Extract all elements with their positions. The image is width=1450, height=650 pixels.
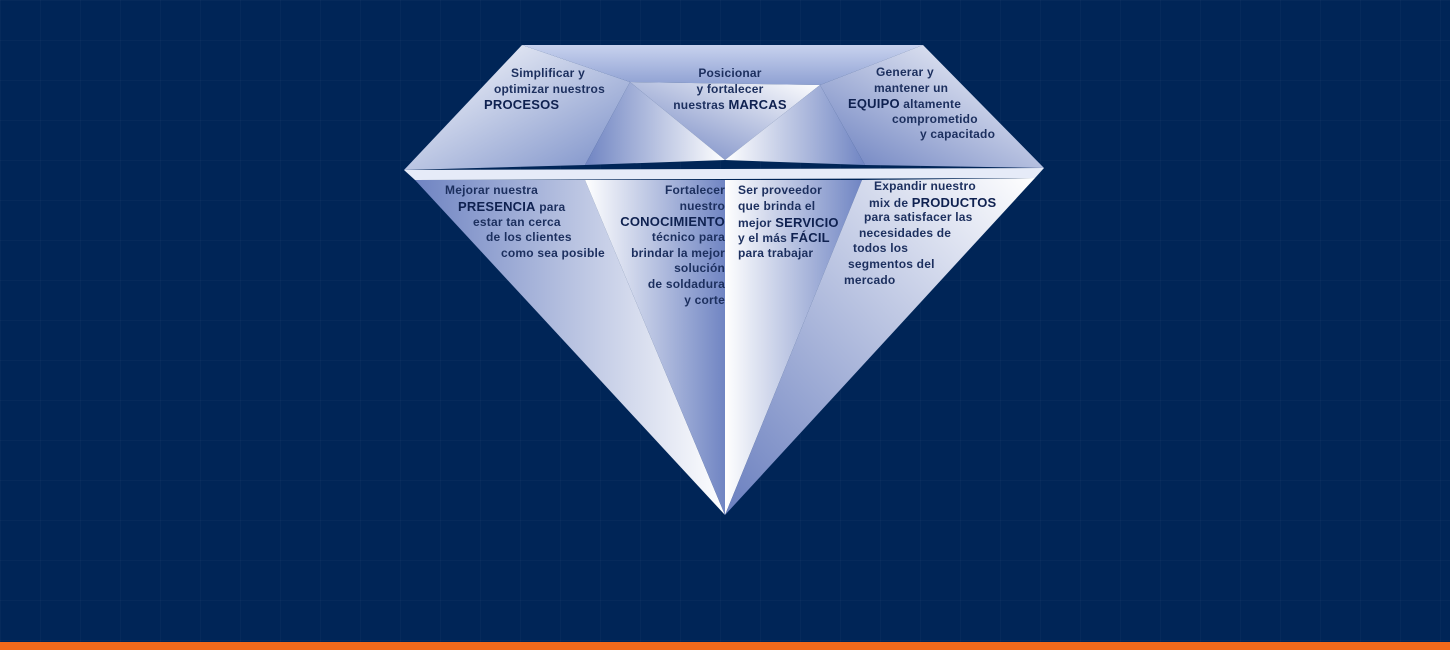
text-segment: nuestras bbox=[673, 98, 729, 112]
text-segment: mix de bbox=[869, 195, 912, 210]
pavilion-facet bbox=[585, 180, 725, 515]
text-segment: brindar la mejor bbox=[631, 245, 725, 260]
text-line: estar tan cerca bbox=[445, 215, 605, 231]
text-line: Expandir nuestro bbox=[844, 179, 996, 195]
text-line: Ser proveedor bbox=[738, 183, 839, 199]
text-segment: segmentos del bbox=[848, 256, 935, 271]
crown-facet bbox=[585, 82, 725, 165]
text-segment: y el más bbox=[738, 231, 791, 246]
text-line: solución bbox=[620, 261, 725, 277]
text-line: PROCESOS bbox=[484, 97, 605, 113]
text-line: mantener un bbox=[848, 81, 995, 97]
pavilion bbox=[415, 178, 1035, 515]
crown-facet bbox=[404, 45, 630, 170]
text-segment: necesidades de bbox=[859, 225, 952, 240]
text-line: optimizar nuestros bbox=[484, 81, 605, 97]
text-line: nuestras MARCAS bbox=[660, 97, 800, 113]
text-line: mercado bbox=[844, 273, 996, 289]
footer-accent-bar bbox=[0, 642, 1450, 650]
text-line: Simplificar y bbox=[484, 65, 605, 81]
keyword: MARCAS bbox=[728, 97, 787, 112]
text-line: mix de PRODUCTOS bbox=[844, 195, 996, 211]
text-segment: mercado bbox=[844, 272, 896, 287]
crown bbox=[404, 45, 1044, 180]
crown-facet bbox=[630, 82, 820, 160]
text-segment: todos los bbox=[853, 241, 909, 256]
text-segment: Posicionar bbox=[698, 66, 762, 80]
text-segment: Simplificar y bbox=[511, 66, 585, 80]
text-line: PRESENCIA para bbox=[445, 199, 605, 215]
crown-facet bbox=[522, 45, 923, 85]
keyword: PROCESOS bbox=[484, 97, 560, 112]
text-segment: mantener un bbox=[874, 80, 949, 95]
text-segment: de soldadura bbox=[647, 277, 725, 292]
text-segment: estar tan cerca bbox=[473, 214, 561, 229]
text-segment: de los clientes bbox=[486, 230, 572, 245]
text-line: de soldadura bbox=[620, 277, 725, 293]
text-line: comprometido bbox=[848, 112, 995, 128]
text-segment: Generar y bbox=[876, 65, 934, 79]
pavilion-facet bbox=[725, 178, 1035, 515]
keyword: PRODUCTOS bbox=[911, 194, 997, 210]
text-segment: y capacitado bbox=[920, 127, 996, 141]
text-segment: solución bbox=[674, 261, 725, 276]
keyword: CONOCIMIENTO bbox=[620, 214, 725, 230]
text-line: y el más FÁCIL bbox=[738, 230, 839, 246]
text-line: CONOCIMIENTO bbox=[620, 214, 725, 230]
text-line: que brinda el bbox=[738, 199, 839, 215]
text-line: mejor SERVICIO bbox=[738, 215, 839, 231]
text-line: de los clientes bbox=[445, 230, 605, 246]
text-segment: optimizar nuestros bbox=[494, 82, 605, 96]
text-line: Generar y bbox=[848, 65, 995, 81]
text-line: como sea posible bbox=[445, 246, 605, 262]
keyword: EQUIPO bbox=[848, 96, 900, 111]
crown-facet bbox=[725, 85, 865, 165]
text-segment: que brinda el bbox=[738, 198, 816, 213]
text-segment: para satisfacer las bbox=[864, 210, 973, 225]
text-line: EQUIPO altamente bbox=[848, 96, 995, 112]
keyword: PRESENCIA bbox=[458, 198, 536, 214]
text-line: segmentos del bbox=[844, 257, 996, 273]
text-segment: Ser proveedor bbox=[738, 183, 822, 197]
text-segment: Expandir nuestro bbox=[874, 179, 976, 193]
text-segment: y fortalecer bbox=[696, 82, 764, 96]
text-segment: y corte bbox=[684, 292, 725, 307]
text-segment: Fortalecer bbox=[664, 183, 725, 197]
text-segment: como sea posible bbox=[501, 246, 605, 261]
crown-facet bbox=[820, 45, 1044, 168]
text-segment: para bbox=[535, 199, 566, 214]
text-segment: altamente bbox=[899, 97, 962, 111]
text-line: y corte bbox=[620, 293, 725, 309]
text-line: técnico para bbox=[620, 230, 725, 246]
text-line: y capacitado bbox=[848, 127, 995, 143]
text-segment: nuestro bbox=[679, 198, 725, 213]
text-line: y fortalecer bbox=[660, 81, 800, 97]
text-segment: comprometido bbox=[892, 111, 978, 126]
text-line: necesidades de bbox=[844, 226, 996, 242]
text-line: brindar la mejor bbox=[620, 246, 725, 262]
text-line: nuestro bbox=[620, 199, 725, 215]
text-segment: Mejorar nuestra bbox=[445, 183, 539, 197]
pavilion-facet bbox=[415, 180, 725, 515]
text-line: todos los bbox=[844, 241, 996, 257]
text-line: Fortalecer bbox=[620, 183, 725, 199]
text-segment: técnico para bbox=[651, 230, 725, 245]
text-segment: para trabajar bbox=[738, 246, 814, 261]
girdle bbox=[404, 168, 1044, 180]
keyword: FÁCIL bbox=[790, 230, 830, 246]
text-line: Mejorar nuestra bbox=[445, 183, 605, 199]
keyword: SERVICIO bbox=[775, 214, 839, 230]
text-line: Posicionar bbox=[660, 65, 800, 81]
text-line: para satisfacer las bbox=[844, 210, 996, 226]
text-segment: mejor bbox=[738, 215, 776, 230]
text-line: para trabajar bbox=[738, 246, 839, 262]
